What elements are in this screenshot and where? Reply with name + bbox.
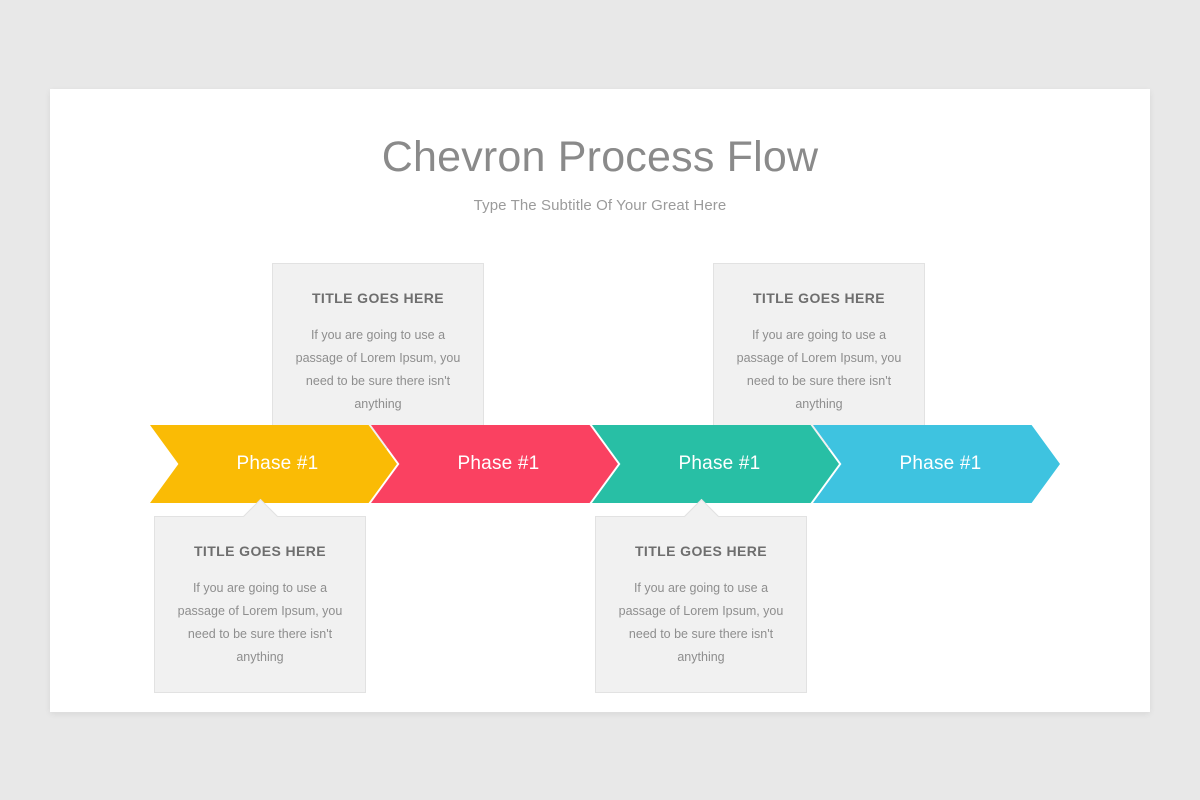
callout-title: TITLE GOES HERE [634,543,767,559]
callout-title: TITLE GOES HERE [193,543,326,559]
callout-body: If you are going to use a passage of Lor… [177,581,343,665]
chevron-label: Phase #1 [899,453,982,474]
callout-body: If you are going to use a passage of Lor… [618,581,784,665]
callout-title: TITLE GOES HERE [752,290,885,306]
callout-title: TITLE GOES HERE [311,290,444,306]
chevron-phase-2[interactable]: Phase #1 [371,425,618,503]
callout-tail-up-icon [683,498,720,535]
chevron-phase-4[interactable]: Phase #1 [813,425,1060,503]
page-subtitle: Type The Subtitle Of Your Great Here [473,197,727,215]
chevron-label: Phase #1 [236,453,319,474]
slide-canvas: Chevron Process Flow Type The Subtitle O… [50,89,1150,712]
chevron-phase-3[interactable]: Phase #1 [592,425,839,503]
callout-top-1[interactable]: TITLE GOES HERE If you are going to use … [272,263,484,457]
slide-header: Chevron Process Flow Type The Subtitle O… [50,133,1150,215]
chevron-process-flow: Phase #1 Phase #1 Phase #1 Phase #1 [150,425,1060,503]
page-title: Chevron Process Flow [381,133,819,181]
callout-tail-up-icon [242,498,279,535]
callout-body: If you are going to use a passage of Lor… [736,328,902,412]
callout-bottom-2[interactable]: TITLE GOES HERE If you are going to use … [595,498,807,693]
chevron-label: Phase #1 [457,453,540,474]
chevron-phase-1[interactable]: Phase #1 [150,425,397,503]
callout-top-2[interactable]: TITLE GOES HERE If you are going to use … [713,263,925,457]
chevron-label: Phase #1 [678,453,761,474]
callout-body: If you are going to use a passage of Lor… [295,328,461,412]
callout-bottom-1[interactable]: TITLE GOES HERE If you are going to use … [154,498,366,693]
